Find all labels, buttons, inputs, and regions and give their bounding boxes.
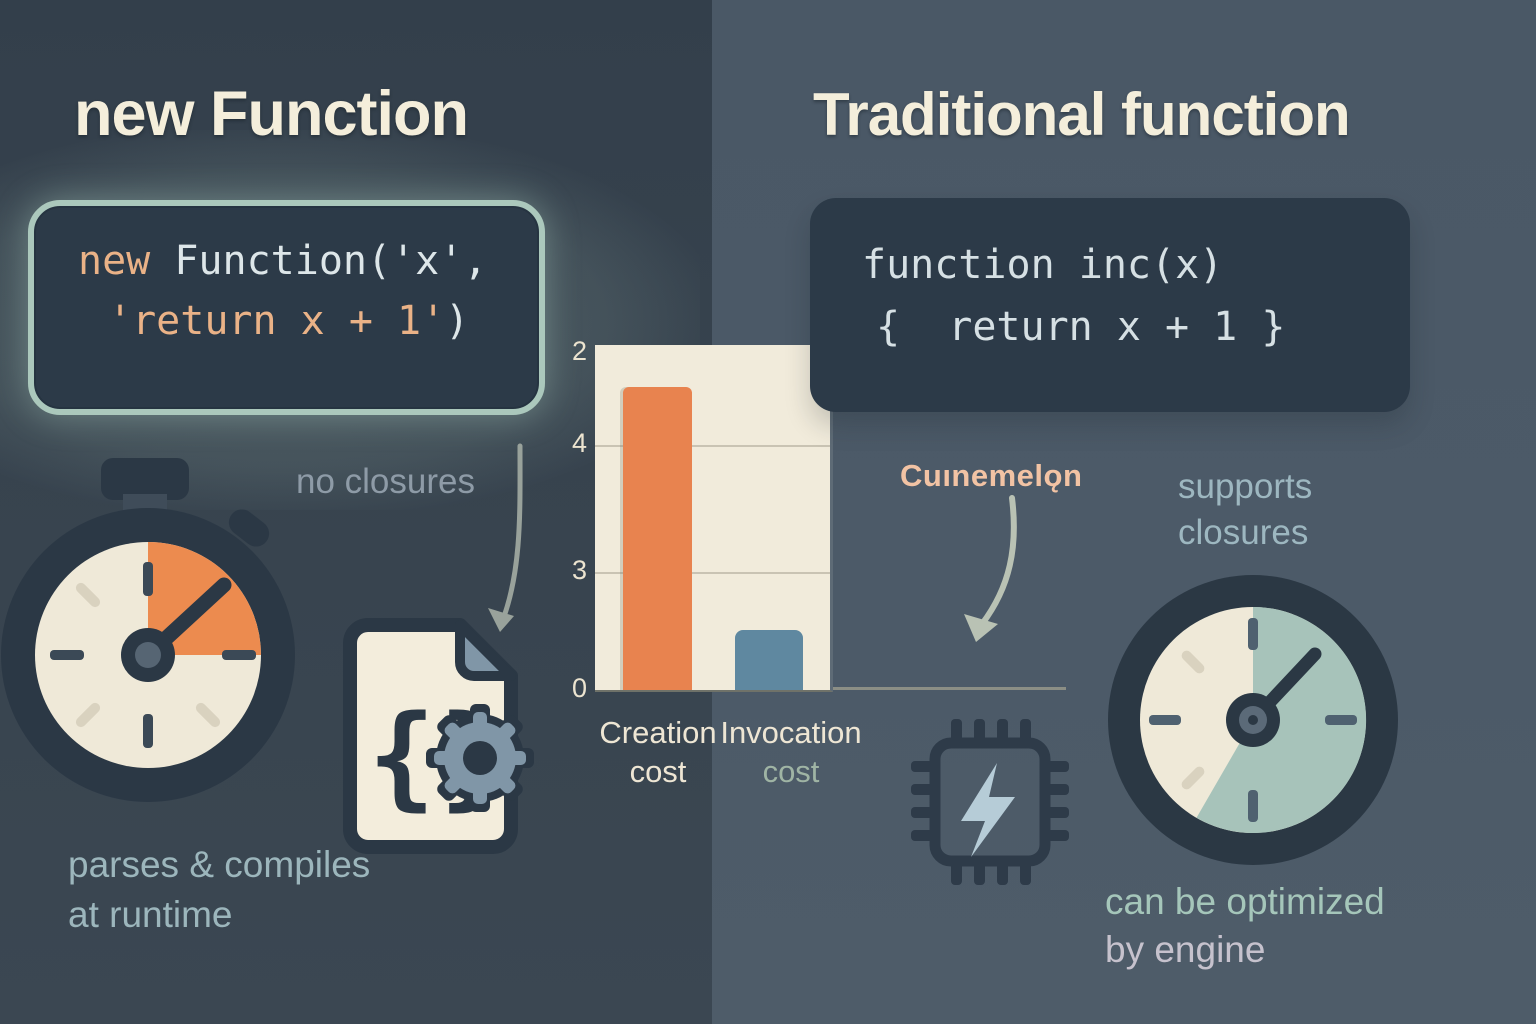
lightning-bolt-icon bbox=[961, 763, 1015, 857]
y-axis-tick: 3 bbox=[571, 554, 587, 585]
caption-line: at runtime bbox=[68, 894, 233, 935]
code-file-gear-icon: {} bbox=[343, 618, 534, 854]
optimized-caption: can be optimized by engine bbox=[1105, 878, 1385, 974]
new-function-code-block: new Function('x', 'return x + 1') bbox=[28, 200, 545, 415]
traditional-function-code-block: function inc(x) { return x + 1 } bbox=[810, 198, 1410, 412]
y-axis-tick: 0 bbox=[571, 672, 587, 703]
left-panel-title: new Function bbox=[74, 79, 469, 149]
right-panel-background bbox=[712, 0, 1536, 1024]
caption-line: can be optimized bbox=[1105, 881, 1385, 922]
no-closures-label: no closures bbox=[296, 462, 475, 501]
gibberish-label: Cuınemelǫn bbox=[900, 458, 1083, 493]
parses-compiles-caption: parses & compiles at runtime bbox=[68, 840, 370, 940]
category-line: cost bbox=[762, 754, 820, 789]
bar-creation-cost bbox=[623, 387, 692, 690]
right-panel-title: Traditional function bbox=[813, 81, 1351, 148]
code-text: Function('x', bbox=[150, 238, 488, 284]
code-line: { return x + 1 } bbox=[876, 304, 1286, 350]
down-arrow-left-icon bbox=[488, 443, 523, 632]
cpu-chip-icon bbox=[911, 719, 1069, 885]
supports-closures-caption: supports closures bbox=[1178, 464, 1312, 556]
y-axis-tick: 2 bbox=[571, 335, 587, 366]
category-label-creation-cost: Creation cost bbox=[583, 713, 733, 791]
x-axis-extension-line bbox=[830, 687, 1066, 690]
cost-bar-chart: 2 4 3 0 Creation cost Invocation cost bbox=[572, 336, 862, 789]
code-line: 'return x + 1') bbox=[108, 298, 539, 344]
code-keyword: new bbox=[78, 238, 151, 284]
gridline bbox=[595, 572, 830, 574]
category-line: cost bbox=[629, 754, 687, 789]
caption-line: supports bbox=[1178, 467, 1313, 506]
stopwatch-icon bbox=[1, 458, 295, 802]
gear-icon bbox=[426, 704, 534, 812]
code-line: function inc(x) bbox=[862, 242, 1224, 288]
category-line: Creation bbox=[599, 715, 717, 750]
category-label-invocation-cost: Invocation cost bbox=[716, 713, 866, 791]
caption-line: by engine bbox=[1105, 929, 1266, 970]
code-string: 'return x + 1' bbox=[108, 298, 446, 344]
caption-line: parses & compiles bbox=[68, 844, 371, 885]
code-paren: ) bbox=[445, 298, 470, 344]
clock-icon bbox=[1108, 575, 1398, 865]
gridline bbox=[595, 445, 830, 447]
y-axis-tick: 4 bbox=[571, 427, 587, 458]
category-line: Invocation bbox=[720, 715, 862, 750]
down-arrow-right-icon bbox=[964, 495, 1017, 642]
caption-line: closures bbox=[1178, 513, 1309, 552]
code-line: new Function('x', bbox=[78, 238, 539, 284]
bar-invocation-cost bbox=[735, 630, 803, 690]
